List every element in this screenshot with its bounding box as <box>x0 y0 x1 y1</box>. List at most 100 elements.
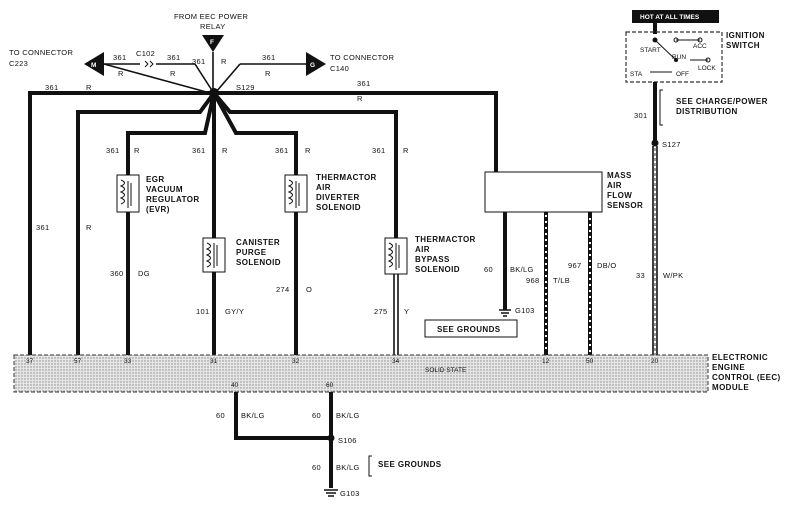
c140-label: C140 <box>330 64 349 73</box>
ign-off: OFF <box>676 71 689 78</box>
wire-label-361: 361 <box>192 146 205 155</box>
canister-purge-solenoid: CANISTER PURGE SOLENOID <box>202 237 281 273</box>
canister-label: CANISTER <box>236 238 280 247</box>
charge-label-2: DISTRIBUTION <box>676 107 738 116</box>
ign-sta: STA <box>630 71 643 78</box>
wire-label-r: R <box>221 57 227 66</box>
wire-label-t-lb: T/LB <box>553 276 570 285</box>
maf-label: MASS <box>607 171 632 180</box>
ignition-label-2: SWITCH <box>726 41 760 50</box>
eec-label-4: MODULE <box>712 383 749 392</box>
eec-label: ELECTRONIC <box>712 353 768 362</box>
canister-label-2: PURGE <box>236 248 267 257</box>
wire-label-r: R <box>305 146 311 155</box>
wire-label-60: 60 <box>484 265 493 274</box>
wire-label-361: 361 <box>36 223 49 232</box>
ign-start: START <box>640 47 661 54</box>
wire-label-361: 361 <box>192 57 205 66</box>
maf-label-4: SENSOR <box>607 201 643 210</box>
thermactor-air-diverter-solenoid: THERMACTOR AIR DIVERTER SOLENOID <box>284 173 377 213</box>
wire-label-r: R <box>170 69 176 78</box>
hot-at-all-times-label: HOT AT ALL TIMES <box>640 14 700 21</box>
wire-label-361: 361 <box>262 53 275 62</box>
maf-label-3: FLOW <box>607 191 632 200</box>
eec-label-3: CONTROL (EEC) <box>712 373 781 382</box>
eec-label-2: ENGINE <box>712 363 745 372</box>
pin-32: 32 <box>292 358 300 365</box>
connector-f-letter: F <box>210 39 214 46</box>
connector-g-letter: G <box>310 62 315 69</box>
connector-c223-label: TO CONNECTOR <box>9 48 73 57</box>
egr-label-3: REGULATOR <box>146 195 200 204</box>
wire-label-o: O <box>306 285 312 294</box>
wire-label-dg: DG <box>138 269 150 278</box>
ign-acc: ACC <box>693 43 707 50</box>
ignition-switch: HOT AT ALL TIMES IGNITION SWITCH START A… <box>625 10 765 83</box>
ign-run: RUN <box>672 54 686 61</box>
connector-g-arrow <box>306 52 326 76</box>
wire-label-r: R <box>118 69 124 78</box>
pin-50: 50 <box>586 358 594 365</box>
egr-label: EGR <box>146 175 165 184</box>
tad-label-4: SOLENOID <box>316 203 361 212</box>
wire-label-r: R <box>357 94 363 103</box>
wire-label-361: 361 <box>113 53 126 62</box>
pin-20: 20 <box>651 358 659 365</box>
pin-40: 40 <box>231 382 239 389</box>
tad-label-3: DIVERTER <box>316 193 360 202</box>
connector-c140-label: TO CONNECTOR <box>330 53 394 62</box>
mass-air-flow-sensor: MASS AIR FLOW SENSOR 60 BK/LG G103 968 T… <box>484 171 643 355</box>
tab-label: THERMACTOR <box>415 235 476 244</box>
c102-label: C102 <box>136 49 155 58</box>
wire-label-274: 274 <box>276 285 289 294</box>
s127-label: S127 <box>662 140 681 149</box>
wire-label-r: R <box>265 69 271 78</box>
wire-label-r: R <box>86 83 92 92</box>
s129-label: S129 <box>236 83 255 92</box>
wire-label-361: 361 <box>275 146 288 155</box>
tab-label-4: SOLENOID <box>415 265 460 274</box>
top-connectors: M C102 361 R 361 R FROM EEC POWER RELAY … <box>9 12 394 98</box>
g103-label-maf: G103 <box>515 306 535 315</box>
module-ground-wires: 60 BK/LG 60 BK/LG S106 60 BK/LG G103 SEE… <box>216 392 442 498</box>
connector-f-arrow <box>202 35 224 52</box>
tab-label-3: BYPASS <box>415 255 450 264</box>
wire-label-967: 967 <box>568 261 581 270</box>
charge-label: SEE CHARGE/POWER <box>676 97 768 106</box>
wire-label-361: 361 <box>372 146 385 155</box>
wire-label-968: 968 <box>526 276 539 285</box>
wire-label-db-o: DB/O <box>597 261 617 270</box>
wire-label-w-pk: W/PK <box>663 271 683 280</box>
pin-57: 57 <box>74 358 82 365</box>
wire-label-275: 275 <box>374 307 387 316</box>
thermactor-air-bypass-solenoid: THERMACTOR AIR BYPASS SOLENOID <box>384 235 476 275</box>
wire-label-33: 33 <box>636 271 645 280</box>
see-grounds-box-middle: SEE GROUNDS <box>424 319 518 338</box>
eec-module: SOLID STATE ELECTRONIC ENGINE CONTROL (E… <box>13 353 781 393</box>
wire-label-bk-lg: BK/LG <box>510 265 534 274</box>
s106-label: S106 <box>338 436 357 445</box>
see-grounds-label-bottom: SEE GROUNDS <box>378 460 442 469</box>
g103-label-bottom: G103 <box>340 489 360 498</box>
ign-lock: LOCK <box>698 65 716 72</box>
power-distribution-wires: 361 R 361 R 361 R 360 DG 361 R 101 GY/Y … <box>28 79 498 355</box>
splice-s106 <box>327 434 335 442</box>
pin-31: 31 <box>210 358 218 365</box>
wire-label-bk-lg: BK/LG <box>336 411 360 420</box>
egr-label-4: (EVR) <box>146 205 170 214</box>
relay-label: RELAY <box>200 22 226 31</box>
tad-label-2: AIR <box>316 183 331 192</box>
wire-label-bk-lg: BK/LG <box>336 463 360 472</box>
wire-label-101: 101 <box>196 307 209 316</box>
wire-label-60: 60 <box>216 411 225 420</box>
wire-label-bk-lg: BK/LG <box>241 411 265 420</box>
tab-label-2: AIR <box>415 245 430 254</box>
ignition-label: IGNITION <box>726 31 765 40</box>
pin-60: 60 <box>326 382 334 389</box>
tad-label: THERMACTOR <box>316 173 377 182</box>
wire-label-360: 360 <box>110 269 123 278</box>
pin-34: 34 <box>392 358 400 365</box>
see-grounds-label: SEE GROUNDS <box>437 325 501 334</box>
splice-s127 <box>651 139 659 147</box>
